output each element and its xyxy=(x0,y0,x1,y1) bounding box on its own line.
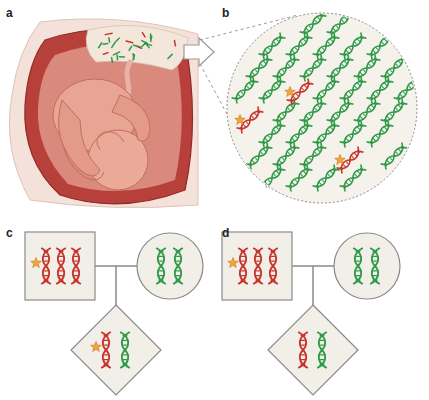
dna-fragment xyxy=(151,36,152,41)
maternal-dna xyxy=(300,55,327,82)
maternal-dna xyxy=(394,77,421,104)
dna-fragment xyxy=(103,53,108,55)
maternal-dna xyxy=(340,77,367,104)
maternal-dna xyxy=(300,143,327,170)
mutation-star xyxy=(235,115,246,125)
maternal-dna xyxy=(273,143,300,170)
maternal-dna xyxy=(273,55,300,82)
dna-fragment xyxy=(116,55,118,60)
panel-label: c xyxy=(6,226,13,240)
dna-fragment xyxy=(105,33,112,34)
maternal-dna xyxy=(313,121,340,148)
cfdna-fragments xyxy=(99,33,176,63)
maternal-dna xyxy=(327,99,354,126)
dna-fragment xyxy=(116,38,119,41)
dna-fragment xyxy=(174,40,175,45)
dna-fragment xyxy=(132,54,134,59)
maternal-dna xyxy=(286,121,313,148)
maternal-dna xyxy=(381,143,408,170)
mutation-star xyxy=(335,155,346,165)
dna-fragment xyxy=(168,54,172,58)
maternal-dna xyxy=(340,121,367,148)
dna-fragment xyxy=(133,45,139,47)
maternal-dna xyxy=(300,99,327,126)
pregnancy-illustration xyxy=(9,19,198,208)
maternal-dna xyxy=(367,77,394,104)
dna-fragment xyxy=(119,56,124,58)
panel-label: b xyxy=(222,6,229,20)
maternal-dna xyxy=(354,55,381,82)
maternal-dna xyxy=(354,99,381,126)
maternal-dna xyxy=(273,99,300,126)
panel-label: d xyxy=(222,226,229,240)
maternal-dna xyxy=(259,77,286,104)
dna-fragment xyxy=(103,43,108,45)
maternal-dna xyxy=(340,33,367,60)
maternal-dna xyxy=(313,33,340,60)
dna-fragment xyxy=(142,33,145,37)
zoom-arrow xyxy=(184,38,214,66)
plasma-dna xyxy=(232,11,421,192)
maternal-dna xyxy=(367,121,394,148)
maternal-dna xyxy=(246,143,273,170)
pedigree-d xyxy=(222,232,400,395)
maternal-dna xyxy=(259,33,286,60)
maternal-dna xyxy=(286,165,313,192)
mutation-star xyxy=(285,87,296,97)
maternal-dna xyxy=(367,33,394,60)
maternal-dna xyxy=(327,11,354,38)
dna-fragment xyxy=(112,42,115,47)
dna-fragment xyxy=(129,46,131,50)
dna-fragment xyxy=(111,58,113,63)
maternal-dna xyxy=(246,55,273,82)
pedigree-c xyxy=(25,232,203,395)
maternal-dna xyxy=(259,165,286,192)
maternal-dna xyxy=(232,77,259,104)
maternal-dna xyxy=(313,77,340,104)
maternal-dna xyxy=(313,165,340,192)
zoom-circle xyxy=(227,13,417,203)
maternal-dna xyxy=(259,121,286,148)
maternal-dna xyxy=(286,33,313,60)
dna-fragment xyxy=(126,41,133,43)
maternal-dna xyxy=(381,99,408,126)
maternal-dna xyxy=(381,55,408,82)
dna-fragment xyxy=(108,38,110,42)
maternal-dna xyxy=(300,11,327,38)
dna-fragment xyxy=(145,43,152,45)
dna-fragment xyxy=(99,43,102,48)
dna-fragment xyxy=(133,55,134,60)
panel-label: a xyxy=(6,6,13,20)
dna-fragment xyxy=(113,52,119,55)
maternal-dna xyxy=(327,55,354,82)
